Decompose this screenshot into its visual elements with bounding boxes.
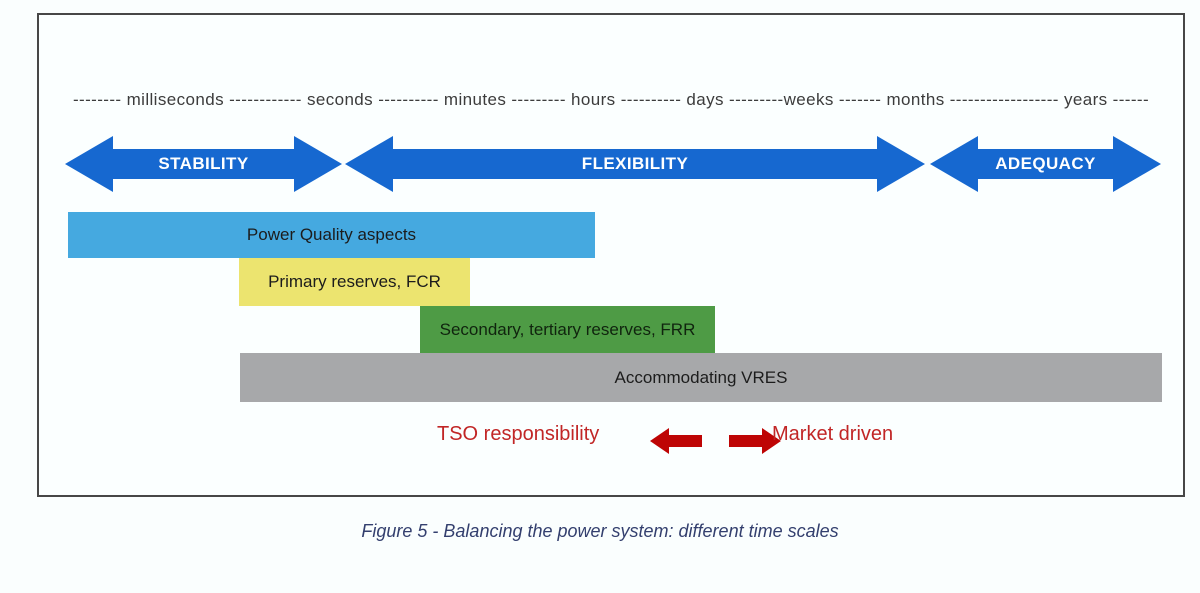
stability-arrow: STABILITY bbox=[65, 136, 342, 192]
left-arrow-icon bbox=[650, 428, 702, 454]
tso-responsibility-label: TSO responsibility bbox=[437, 423, 600, 445]
bar-power-quality: Power Quality aspects bbox=[68, 212, 595, 258]
bar-primary-reserves-label: Primary reserves, FCR bbox=[268, 272, 441, 291]
bar-secondary-tertiary-reserves: Secondary, tertiary reserves, FRR bbox=[420, 306, 715, 353]
flexibility-arrow-label: FLEXIBILITY bbox=[581, 154, 689, 173]
stability-arrow-label: STABILITY bbox=[158, 154, 249, 173]
bar-secondary-tertiary-reserves-label: Secondary, tertiary reserves, FRR bbox=[439, 319, 696, 339]
bar-primary-reserves: Primary reserves, FCR bbox=[239, 258, 470, 306]
figure-caption: Figure 5 - Balancing the power system: d… bbox=[361, 521, 839, 541]
right-arrow-body bbox=[729, 435, 762, 447]
time-axis-labels: -------- milliseconds ------------ secon… bbox=[72, 90, 1150, 109]
arrow-left-head-icon bbox=[345, 136, 393, 192]
adequacy-arrow-body: ADEQUACY bbox=[978, 149, 1113, 179]
bar-accommodating-vres-label: Accommodating VRES bbox=[614, 367, 788, 387]
adequacy-arrow: ADEQUACY bbox=[930, 136, 1161, 192]
stability-arrow-body: STABILITY bbox=[113, 149, 294, 179]
adequacy-arrow-label: ADEQUACY bbox=[995, 154, 1096, 173]
bar-accommodating-vres: Accommodating VRES bbox=[240, 353, 1162, 402]
arrow-left-head-icon bbox=[930, 136, 978, 192]
arrow-left-head-icon bbox=[65, 136, 113, 192]
left-arrow-body bbox=[669, 435, 702, 447]
left-arrow-head-icon bbox=[650, 428, 669, 454]
market-driven-label: Market driven bbox=[772, 423, 894, 445]
flexibility-arrow-body: FLEXIBILITY bbox=[393, 149, 877, 179]
arrow-right-head-icon bbox=[1113, 136, 1161, 192]
flexibility-arrow: FLEXIBILITY bbox=[345, 136, 925, 192]
arrow-right-head-icon bbox=[294, 136, 342, 192]
right-arrow-icon bbox=[729, 428, 781, 454]
bar-power-quality-label: Power Quality aspects bbox=[246, 225, 417, 244]
arrow-right-head-icon bbox=[877, 136, 925, 192]
right-arrow-head-icon bbox=[762, 428, 781, 454]
